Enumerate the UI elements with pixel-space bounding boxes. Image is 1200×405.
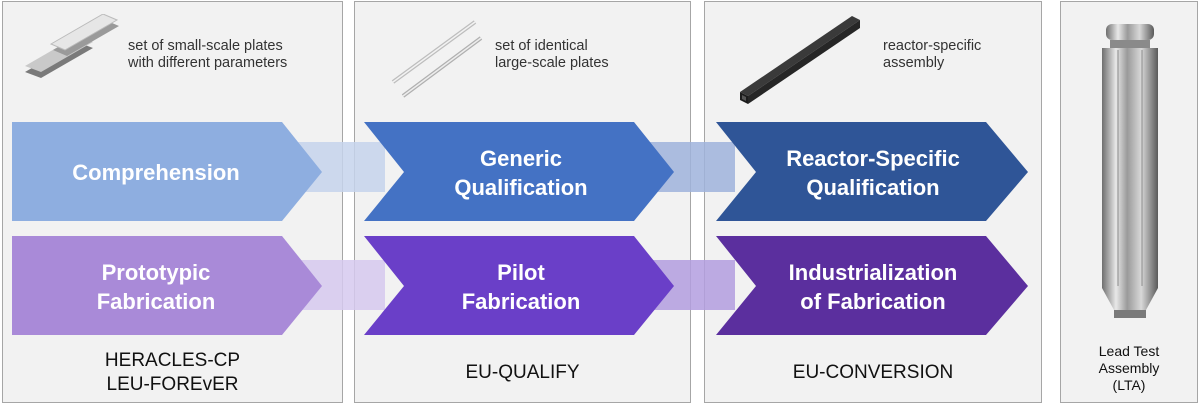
panel-lta: Lead Test Assembly (LTA): [1060, 1, 1198, 403]
lta-label: Lead Test Assembly (LTA): [1061, 343, 1197, 394]
lta-label-line: Assembly: [1098, 360, 1160, 376]
arrow-label: of Fabrication: [800, 289, 945, 314]
lta-label-line: Lead Test: [1098, 343, 1160, 359]
footer-line: EU-QUALIFY: [465, 362, 580, 383]
panel-footer: EU-CONVERSION: [705, 361, 1041, 385]
arrow-label: Industrialization: [789, 260, 958, 285]
arrow-label: Reactor-Specific: [786, 146, 960, 171]
arrow-pilot-fabrication: [364, 236, 674, 335]
arrow-label: Comprehension: [72, 160, 239, 185]
arrow-label: Pilot: [497, 260, 545, 285]
arrow-label: Qualification: [454, 175, 587, 200]
panel-caption: set of identical large-scale plates: [495, 38, 609, 72]
arrow-generic-qualification: [364, 122, 674, 221]
caption-line: large-scale plates: [495, 55, 609, 71]
arrow-label: Qualification: [806, 175, 939, 200]
panel-footer: HERACLES-CP LEU-FOREvER: [3, 349, 342, 397]
caption-line: reactor-specific: [883, 38, 982, 54]
thin-plates-icon: [391, 20, 483, 98]
footer-line: LEU-FOREvER: [106, 374, 239, 395]
arrow-reactor-specific-qualification: [716, 122, 1028, 221]
arrow-prototypic-fabrication: [12, 236, 322, 335]
arrow-comprehension: [12, 122, 322, 221]
arrow-industrialization-of-fabrication: [716, 236, 1028, 335]
caption-line: set of identical: [495, 38, 588, 54]
arrow-label: Fabrication: [462, 289, 581, 314]
panel-footer: EU-QUALIFY: [355, 361, 690, 385]
plates-pair-icon: [25, 14, 119, 78]
square-rod-assembly-icon: [740, 16, 860, 104]
fuel-assembly-cylinder-icon: [1102, 24, 1158, 318]
panel-caption: set of small-scale plates with different…: [128, 38, 287, 72]
caption-line: assembly: [883, 55, 945, 71]
arrow-label: Prototypic: [102, 260, 211, 285]
footer-line: HERACLES-CP: [104, 350, 241, 371]
caption-line: with different parameters: [128, 55, 288, 71]
lta-label-line: (LTA): [1112, 377, 1146, 393]
footer-line: EU-CONVERSION: [792, 362, 954, 383]
panel-caption: reactor-specific assembly: [883, 38, 981, 72]
arrow-label: Fabrication: [97, 289, 216, 314]
arrow-label: Generic: [480, 146, 562, 171]
caption-line: set of small-scale plates: [128, 38, 283, 54]
